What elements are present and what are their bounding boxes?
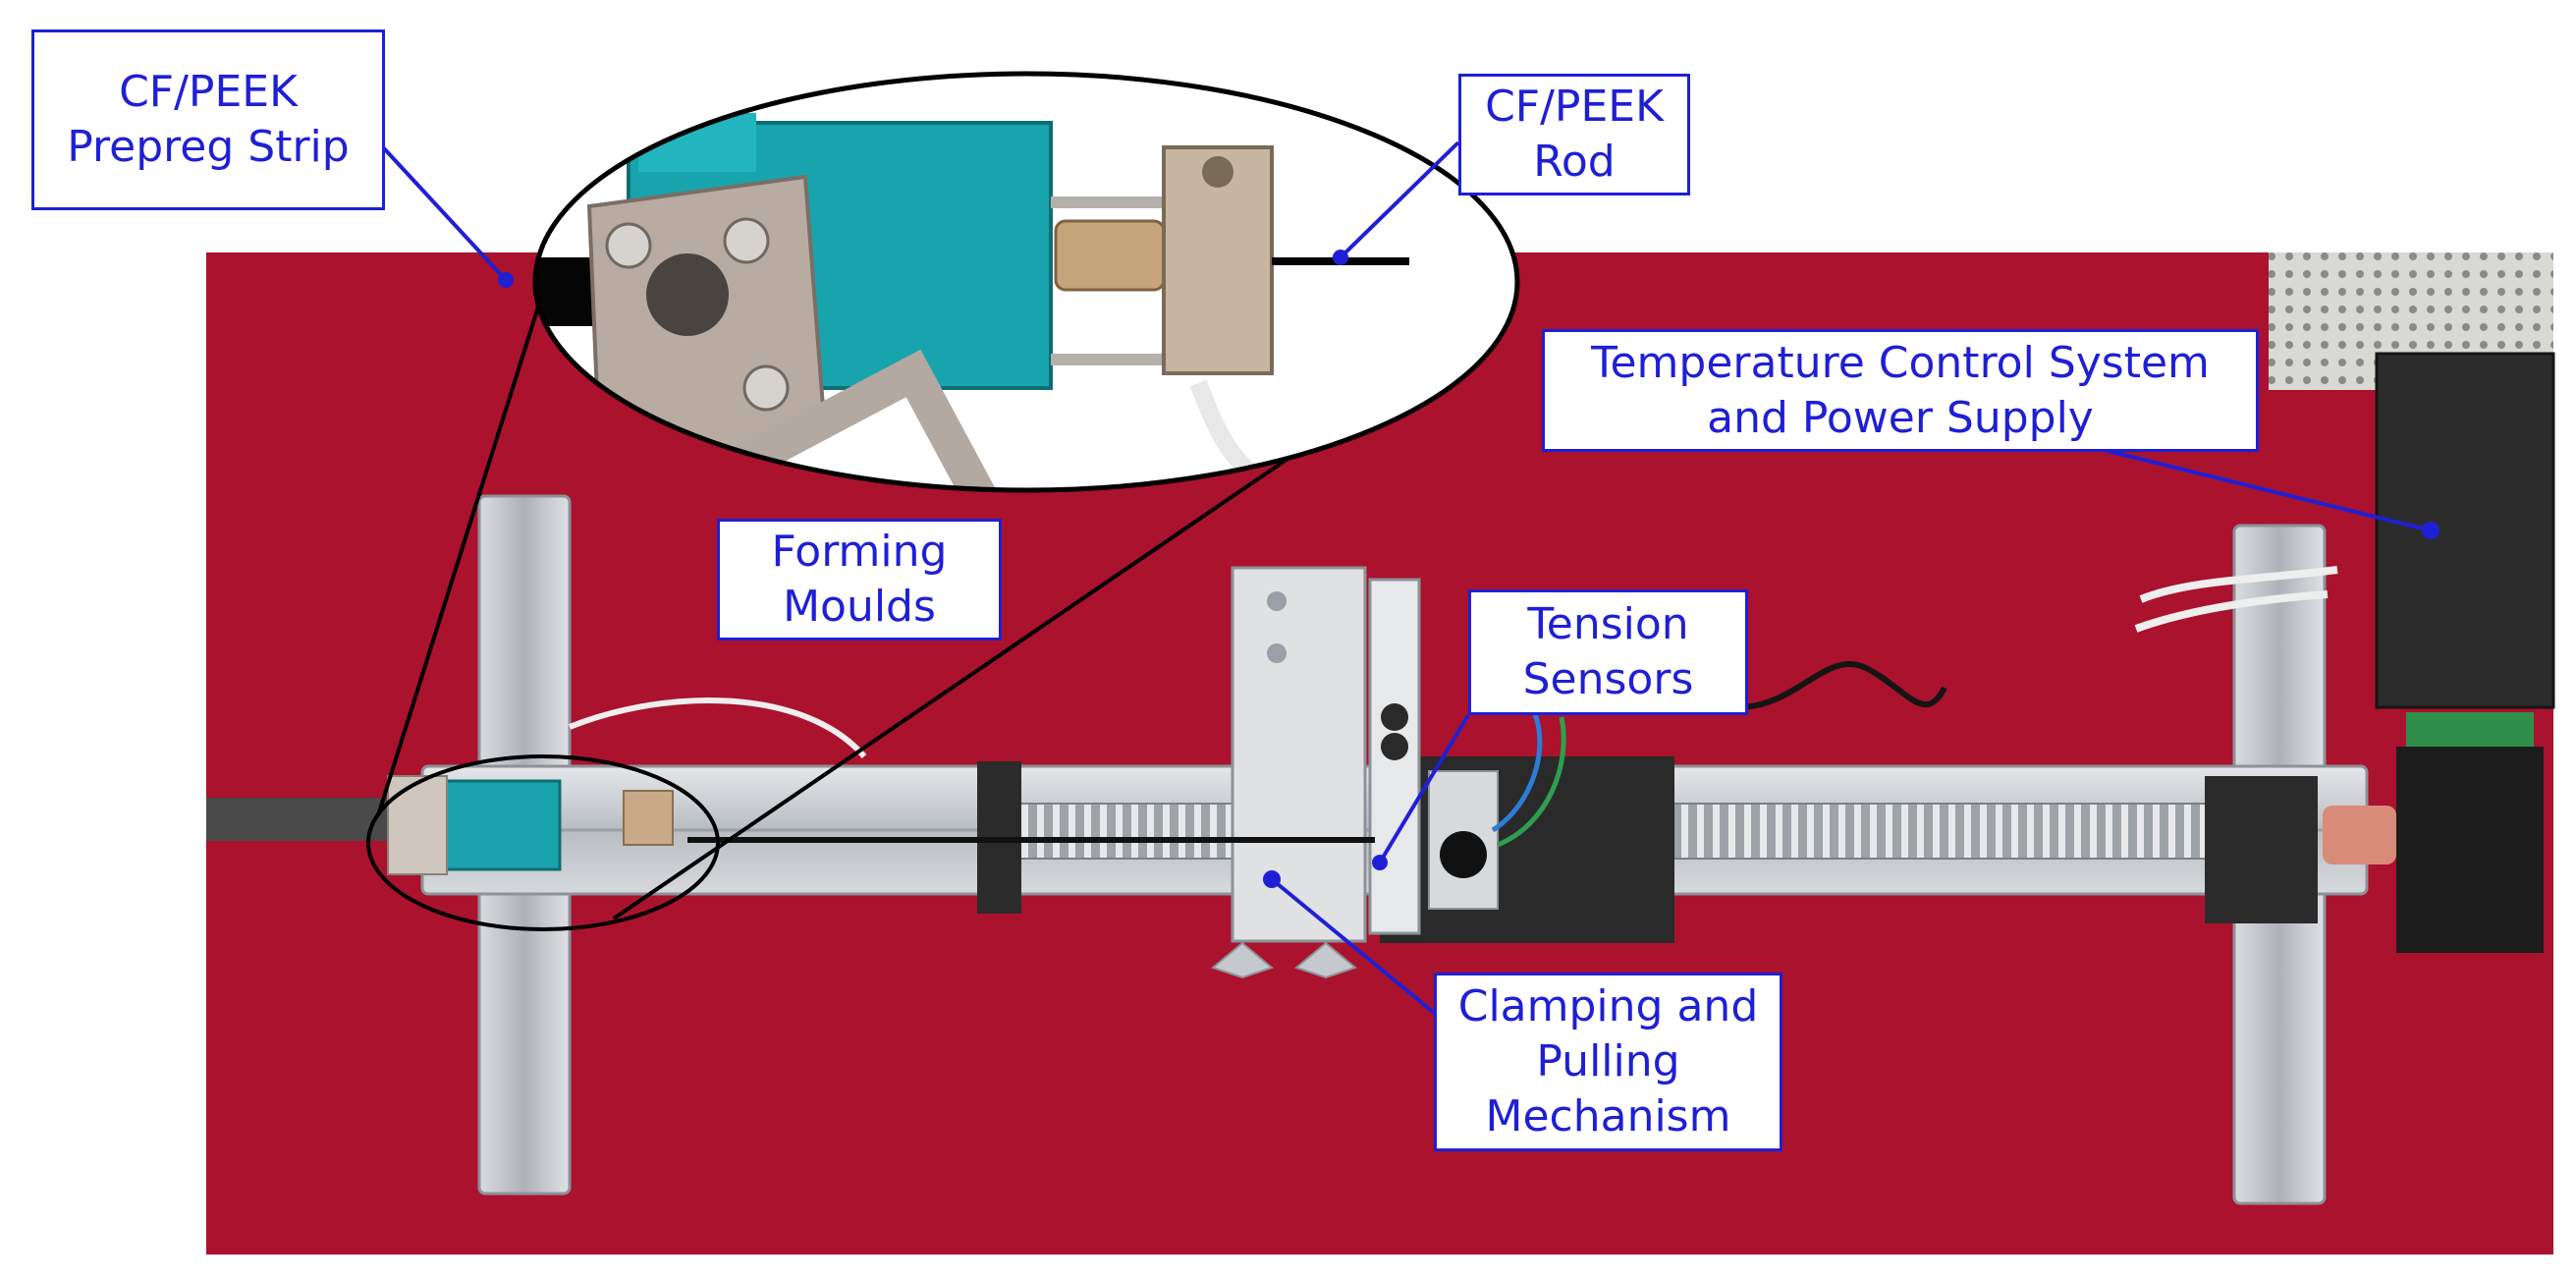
label-rod-line1: CF/PEEK <box>1485 82 1664 132</box>
label-tension-sensors: Tension Sensors <box>1468 589 1748 715</box>
label-prepreg-strip-line1: CF/PEEK <box>119 67 298 117</box>
pointer-dot-prepreg <box>498 272 514 288</box>
pointer-temperature <box>2091 445 2432 532</box>
label-tension-sensors-line2: Sensors <box>1522 654 1694 704</box>
pointer-dot-tension <box>1372 855 1388 870</box>
pointer-tension <box>1378 713 1470 864</box>
label-prepreg-strip: CF/PEEK Prepreg Strip <box>31 29 385 210</box>
clamp-hole-1 <box>1381 703 1408 731</box>
label-clamping-line1: Clamping and <box>1457 981 1759 1031</box>
terminal-block <box>2406 712 2534 747</box>
inset-bolt-1 <box>605 222 652 269</box>
pointer-prepreg-strip <box>381 145 508 282</box>
temperature-controller-box <box>2375 352 2555 709</box>
label-forming-moulds-line1: Forming <box>771 527 948 577</box>
rod-in-rail <box>687 837 1375 843</box>
label-clamping-line3: Mechanism <box>1485 1091 1731 1142</box>
inset-bracket-hole <box>646 253 729 336</box>
inset-base-legs <box>738 349 998 490</box>
label-temperature-control-line1: Temperature Control System <box>1591 337 2210 388</box>
inset-heater-screw <box>1202 156 1233 188</box>
pointer-dot-clamping <box>1263 870 1281 888</box>
mould-bracket-small <box>387 775 448 875</box>
sensor-carriage-block <box>1380 756 1674 943</box>
label-tension-sensors-line1: Tension <box>1527 599 1689 649</box>
white-cables <box>2139 566 2338 603</box>
zoom-connector-left <box>376 281 548 816</box>
label-temperature-control-line2: and Power Supply <box>1707 392 2094 443</box>
sensor-wires-green <box>1497 716 1566 848</box>
sensor-wires <box>1491 705 1543 833</box>
mould-nozzle-small <box>623 790 674 846</box>
zoomed-mould-inset <box>535 74 1517 490</box>
sensor-cable-knot <box>1440 831 1487 878</box>
inset-brass-nozzle <box>1054 219 1166 292</box>
white-cables-2 <box>2134 590 2329 633</box>
inset-bolt-3 <box>742 364 790 412</box>
label-forming-moulds: Forming Moulds <box>717 519 1002 641</box>
zoom-connector-right <box>612 411 1357 920</box>
label-clamping-line2: Pulling <box>1536 1036 1680 1087</box>
label-prepreg-strip-line2: Prepreg Strip <box>67 122 350 172</box>
screw-bearing-block-right <box>2205 776 2318 923</box>
inset-bolt-2 <box>723 217 770 264</box>
label-clamping-mechanism: Clamping and Pulling Mechanism <box>1434 973 1782 1151</box>
clamp-bolt-2 <box>1267 643 1287 663</box>
zoom-inset-outline <box>532 71 1520 493</box>
label-temperature-control: Temperature Control System and Power Sup… <box>1542 329 2259 452</box>
pointer-dot-rod <box>1333 250 1348 265</box>
tension-sensor-body <box>1428 770 1499 910</box>
detail-source-ellipse <box>366 754 720 931</box>
lead-screw-right <box>1669 803 2289 860</box>
pointer-dot-temperature <box>2422 522 2439 539</box>
clamp-plate-small <box>1368 578 1421 935</box>
left-white-wires <box>568 697 867 758</box>
label-rod-line2: Rod <box>1533 137 1616 187</box>
clamp-hole-2 <box>1381 733 1408 760</box>
stepper-motor <box>2396 747 2544 953</box>
clamp-plate-large <box>1231 566 1367 943</box>
pointer-clamping <box>1270 877 1441 1019</box>
motor-coupling <box>2323 806 2396 864</box>
label-rod: CF/PEEK Rod <box>1458 74 1690 195</box>
clamp-bolt-1 <box>1267 591 1287 611</box>
wing-nut-right <box>1293 941 1358 979</box>
wing-nut-left <box>1210 941 1275 979</box>
control-cable <box>1737 660 1947 710</box>
label-forming-moulds-line2: Moulds <box>783 582 936 632</box>
pointer-rod <box>1339 140 1460 259</box>
